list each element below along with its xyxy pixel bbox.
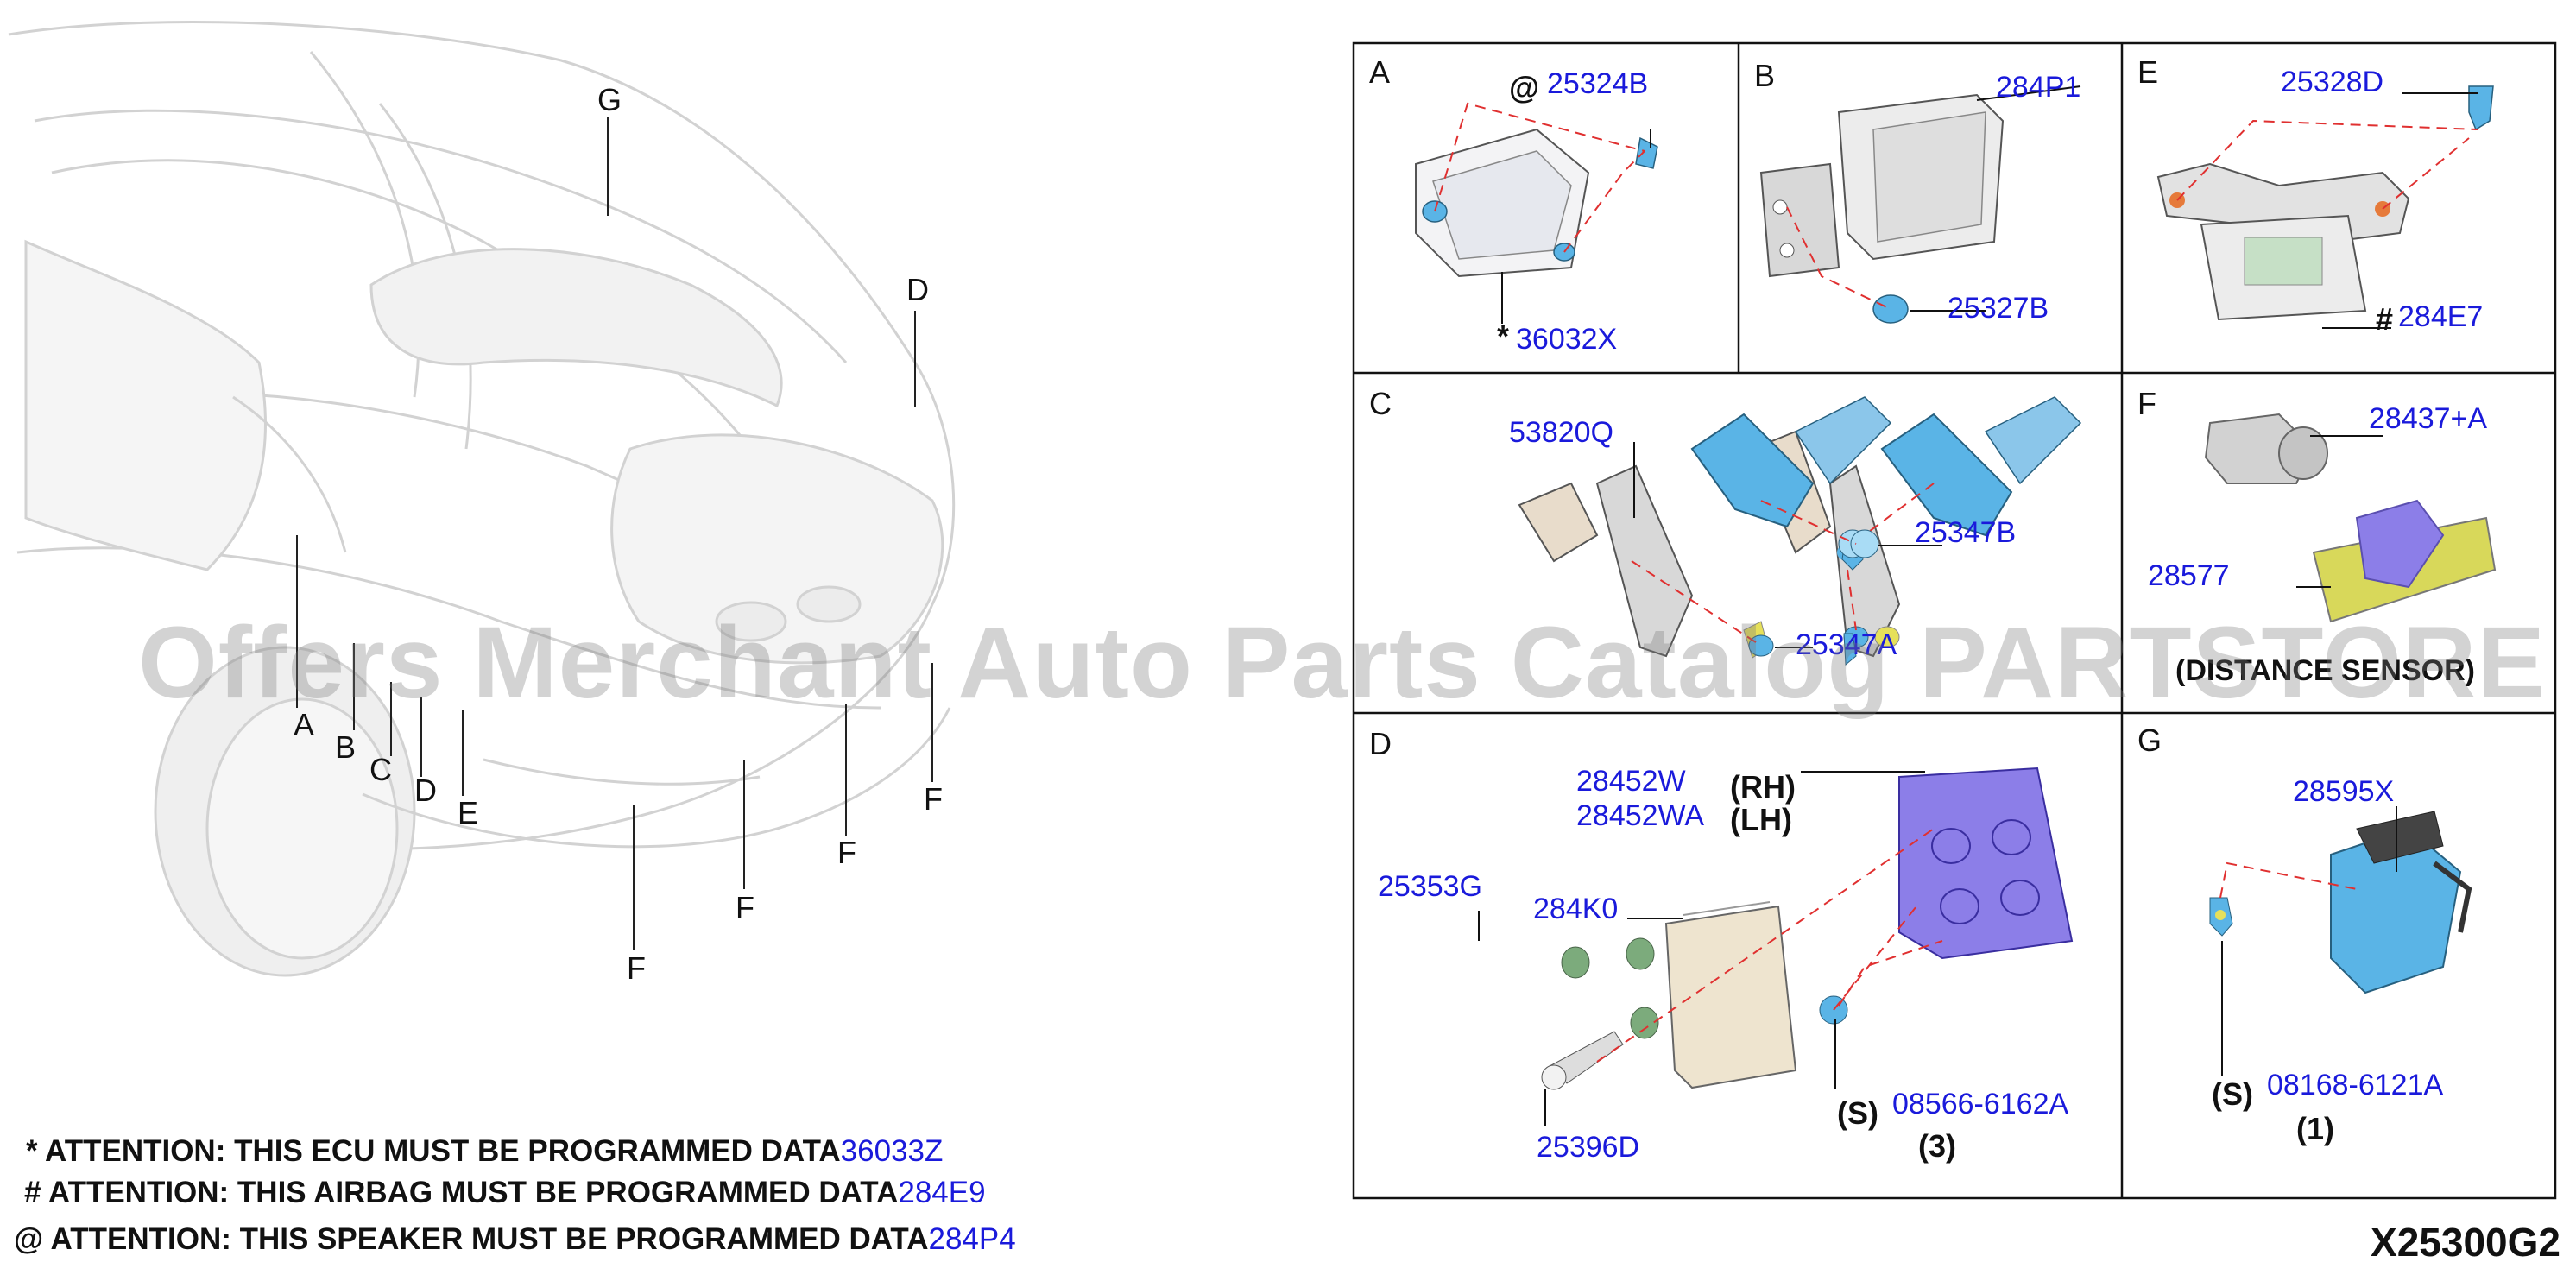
panel-d-s-label: (S) xyxy=(1837,1095,1878,1131)
vehicle-callout-f-2: F xyxy=(736,890,754,925)
note-text: @ ATTENTION: THIS SPEAKER MUST BE PROGRA… xyxy=(14,1222,929,1256)
note-code-36033z[interactable]: 36033Z xyxy=(840,1134,944,1168)
panel-a-at-marker: @ xyxy=(1509,70,1540,105)
note-text: * ATTENTION: THIS ECU MUST BE PROGRAMMED… xyxy=(26,1134,841,1168)
part-number-25324b[interactable]: 25324B xyxy=(1547,67,1649,100)
vehicle-illustration xyxy=(8,21,956,977)
vehicle-callout-f-1: F xyxy=(627,950,646,986)
part-number-25396d[interactable]: 25396D xyxy=(1537,1131,1640,1164)
panel-c-drawing xyxy=(1751,396,2082,666)
panel-g-drawing xyxy=(2209,806,2472,1076)
vehicle-callout-a: A xyxy=(294,707,315,742)
attention-note-speaker: @ ATTENTION: THIS SPEAKER MUST BE PROGRA… xyxy=(14,1224,1016,1254)
vehicle-callout-d-top: D xyxy=(906,272,929,307)
panel-d-drawing xyxy=(1478,767,2074,1126)
vehicle-callout-g: G xyxy=(597,82,622,117)
panel-d-rh-label: (RH) xyxy=(1730,769,1796,805)
part-number-53820q[interactable]: 53820Q xyxy=(1509,416,1613,449)
panel-c-extra-drawing xyxy=(1518,396,1942,659)
panel-g-quantity: (1) xyxy=(2296,1111,2334,1146)
diagram-id: X25300G2 xyxy=(2371,1220,2560,1265)
part-number-28452w[interactable]: 28452W xyxy=(1576,765,1686,798)
panel-e-letter: E xyxy=(2137,54,2159,90)
note-code-284p4[interactable]: 284P4 xyxy=(928,1222,1016,1256)
vehicle-callout-b: B xyxy=(335,729,357,765)
note-text: # ATTENTION: THIS AIRBAG MUST BE PROGRAM… xyxy=(24,1176,899,1209)
panel-d-lh-label: (LH) xyxy=(1730,802,1792,837)
panel-d-letter: D xyxy=(1369,726,1392,761)
attention-note-airbag: # ATTENTION: THIS AIRBAG MUST BE PROGRAM… xyxy=(24,1177,986,1208)
vehicle-callout-d: D xyxy=(414,773,437,808)
part-number-28577[interactable]: 28577 xyxy=(2148,559,2230,592)
attention-note-ecu: * ATTENTION: THIS ECU MUST BE PROGRAMMED… xyxy=(26,1136,943,1166)
vehicle-callout-f-4: F xyxy=(924,781,943,817)
panel-a-letter: A xyxy=(1369,54,1391,90)
watermark: Offers Merchant Auto Parts Catalog PARTS… xyxy=(138,606,2576,720)
part-number-25347b[interactable]: 25347B xyxy=(1915,516,2017,549)
panel-f-letter: F xyxy=(2137,386,2156,421)
panel-b-letter: B xyxy=(1754,58,1776,93)
panel-e-hash-marker: # xyxy=(2376,301,2394,337)
part-number-25328d[interactable]: 25328D xyxy=(2281,66,2384,98)
panel-f-caption: (DISTANCE SENSOR) xyxy=(2175,654,2475,687)
vehicle-callout-c: C xyxy=(369,752,392,787)
part-number-25327b[interactable]: 25327B xyxy=(1948,292,2049,325)
panel-d-quantity: (3) xyxy=(1918,1128,1956,1164)
part-number-28595x[interactable]: 28595X xyxy=(2293,775,2395,808)
panel-f-drawing xyxy=(2204,413,2497,623)
note-code-284e9[interactable]: 284E9 xyxy=(898,1176,986,1209)
part-number-28437a[interactable]: 28437+A xyxy=(2369,402,2488,435)
panel-a-drawing xyxy=(1415,102,1658,324)
panel-b-drawing xyxy=(1759,85,2081,324)
panel-e-drawing xyxy=(2156,85,2494,329)
part-number-36032x[interactable]: 36032X xyxy=(1516,323,1618,356)
part-number-284e7[interactable]: 284E7 xyxy=(2398,300,2484,333)
vehicle-callout-e: E xyxy=(458,795,479,830)
part-number-284p1[interactable]: 284P1 xyxy=(1996,71,2081,104)
panel-a-asterisk-marker: * xyxy=(1497,319,1510,354)
part-number-284k0[interactable]: 284K0 xyxy=(1533,893,1619,925)
panel-g-s-label: (S) xyxy=(2212,1076,2253,1112)
part-number-25353g[interactable]: 25353G xyxy=(1378,870,1482,903)
part-number-28452wa[interactable]: 28452WA xyxy=(1576,799,1705,832)
part-number-25347a[interactable]: 25347A xyxy=(1796,628,1897,661)
part-number-08168-6121a[interactable]: 08168-6121A xyxy=(2267,1069,2444,1101)
panel-c-letter: C xyxy=(1369,386,1392,421)
part-number-08566-6162a[interactable]: 08566-6162A xyxy=(1892,1088,2069,1120)
panel-g-letter: G xyxy=(2137,723,2162,758)
vehicle-callout-f-3: F xyxy=(837,835,856,870)
